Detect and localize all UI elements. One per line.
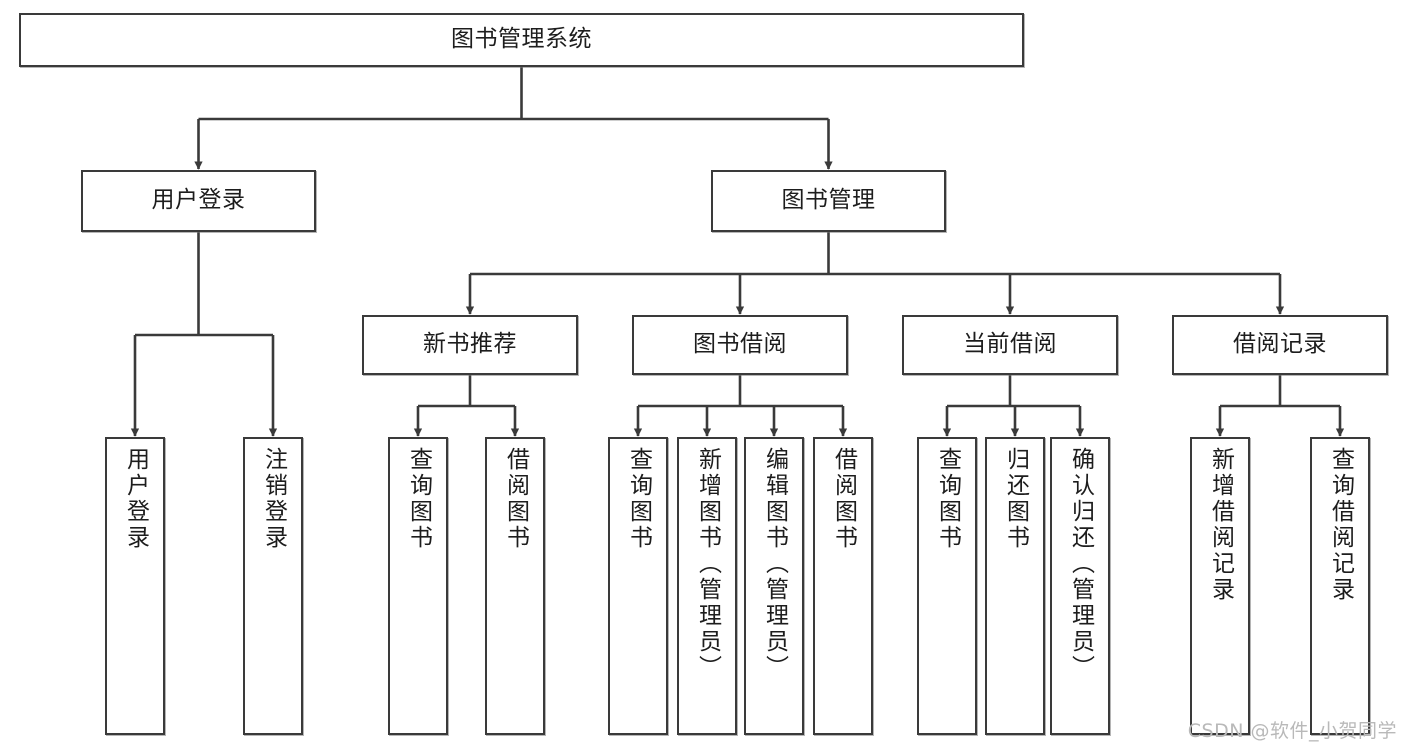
- node-leaf_query_book_b[interactable]: 查询图书: [608, 437, 668, 735]
- node-leaf_return_book[interactable]: 归还图书: [985, 437, 1045, 735]
- node-leaf_add_book[interactable]: 新增图书（管理员）: [677, 437, 737, 735]
- node-label: 归还图书: [1002, 447, 1029, 551]
- node-leaf_query_record[interactable]: 查询借阅记录: [1310, 437, 1370, 735]
- node-label: 查询图书: [625, 447, 652, 551]
- node-label: 借阅图书: [502, 447, 529, 551]
- node-leaf_confirm_return[interactable]: 确认归还（管理员）: [1050, 437, 1110, 735]
- node-label: 编辑图书（管理员）: [761, 447, 788, 681]
- node-label: 新增图书（管理员）: [694, 447, 721, 681]
- node-leaf_borrow_book_b[interactable]: 借阅图书: [813, 437, 873, 735]
- node-label: 用户登录: [151, 187, 246, 214]
- node-label: 借阅记录: [1233, 331, 1327, 358]
- node-label: 新书推荐: [423, 331, 517, 358]
- node-label: 确认归还（管理员）: [1067, 447, 1094, 681]
- node-label: 当前借阅: [963, 331, 1057, 358]
- node-label: 图书借阅: [693, 331, 787, 358]
- node-label: 查询图书: [934, 447, 961, 551]
- node-leaf_query_book_c[interactable]: 查询图书: [917, 437, 977, 735]
- node-user_login[interactable]: 用户登录: [81, 170, 316, 232]
- node-label: 注销登录: [260, 447, 287, 551]
- node-label: 用户登录: [122, 447, 149, 551]
- node-new_book_rec[interactable]: 新书推荐: [362, 315, 578, 375]
- node-label: 新增借阅记录: [1207, 447, 1234, 603]
- node-leaf_add_record[interactable]: 新增借阅记录: [1190, 437, 1250, 735]
- node-root[interactable]: 图书管理系统: [19, 13, 1024, 67]
- node-leaf_user_login[interactable]: 用户登录: [105, 437, 165, 735]
- node-book_mgmt[interactable]: 图书管理: [711, 170, 946, 232]
- node-leaf_query_book_rec[interactable]: 查询图书: [388, 437, 448, 735]
- node-leaf_borrow_book_rec[interactable]: 借阅图书: [485, 437, 545, 735]
- node-label: 借阅图书: [830, 447, 857, 551]
- node-label: 查询借阅记录: [1327, 447, 1354, 603]
- node-label: 图书管理: [781, 187, 876, 214]
- node-leaf_edit_book[interactable]: 编辑图书（管理员）: [744, 437, 804, 735]
- node-leaf_logout[interactable]: 注销登录: [243, 437, 303, 735]
- watermark-text: CSDN @软件_小贺同学: [1187, 720, 1397, 742]
- node-label: 查询图书: [405, 447, 432, 551]
- node-current_borrow[interactable]: 当前借阅: [902, 315, 1118, 375]
- node-label: 图书管理系统: [451, 26, 592, 53]
- node-borrow_record[interactable]: 借阅记录: [1172, 315, 1388, 375]
- node-book_borrow[interactable]: 图书借阅: [632, 315, 848, 375]
